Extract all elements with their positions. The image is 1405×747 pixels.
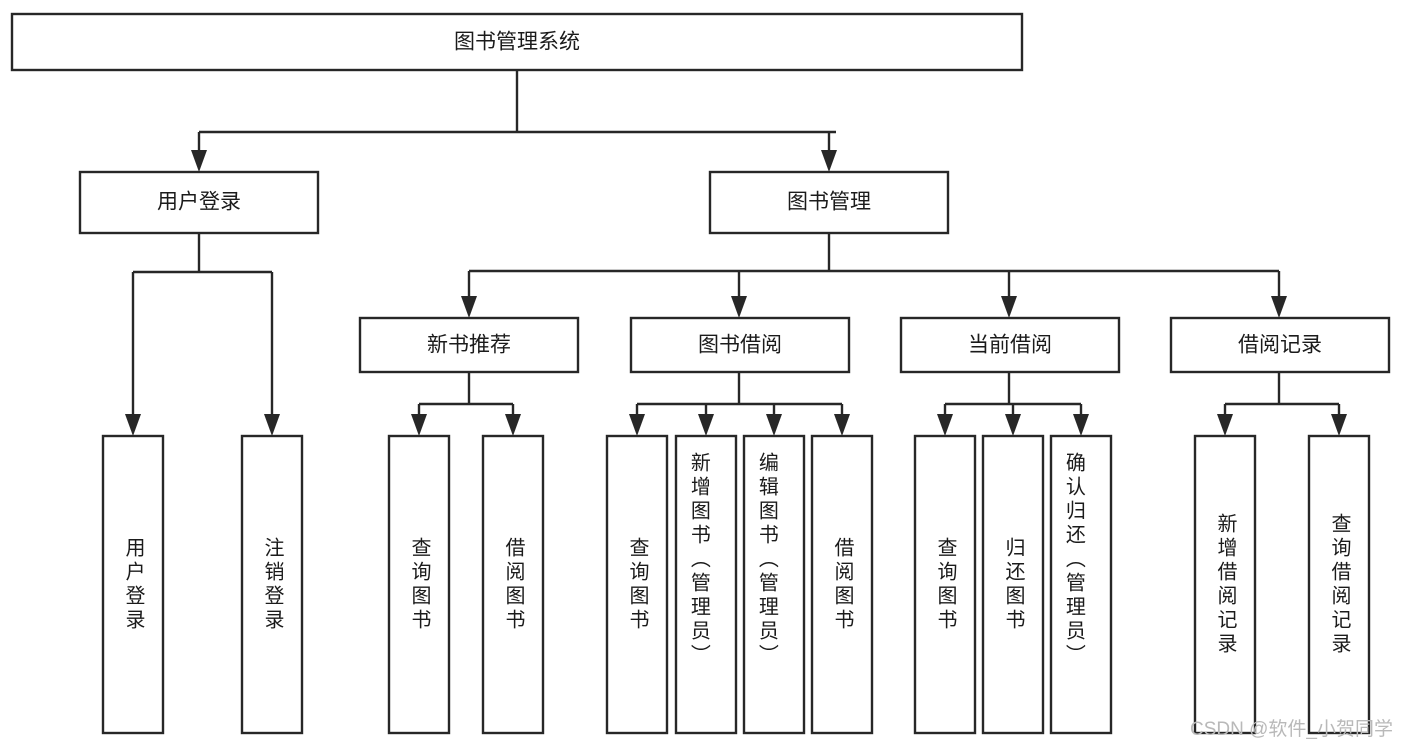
node-new-book-recommend-label: 新书推荐: [427, 334, 511, 357]
node-leaf-borrow-book-1-label: 借阅图书: [502, 537, 525, 633]
connector-group-book-manage: [461, 233, 1287, 318]
arrow-head-leaf-borrow-book-1: [505, 414, 521, 436]
node-leaf-edit-book[interactable]: 编辑图书（管理员）: [742, 434, 806, 735]
node-leaf-add-record-label: 新增借阅记录: [1214, 513, 1237, 657]
arrow-head-leaf-borrow-book-2: [834, 414, 850, 436]
node-leaf-add-record[interactable]: 新增借阅记录: [1193, 434, 1257, 735]
connector-group-current-borrow: [937, 372, 1089, 436]
arrow-head-leaf-query-book-3: [937, 414, 953, 436]
connector-group-book-borrow: [629, 372, 850, 436]
node-leaf-confirm-return[interactable]: 确认归还（管理员）: [1049, 434, 1113, 735]
node-leaf-add-record-box[interactable]: [1193, 434, 1257, 735]
connector-group-root: [191, 70, 837, 172]
arrow-head-book-borrow: [731, 296, 747, 318]
node-leaf-return-book[interactable]: 归还图书: [981, 434, 1045, 735]
connector-group-borrow-record: [1217, 372, 1347, 436]
node-leaf-borrow-book-2-label: 借阅图书: [831, 537, 854, 633]
node-leaf-user-login-label: 用户登录: [122, 537, 145, 633]
node-root-box[interactable]: [10, 12, 1024, 72]
node-book-manage-box[interactable]: [708, 170, 950, 235]
arrow-head-current-borrow: [1001, 296, 1017, 318]
node-leaf-borrow-book-2-box[interactable]: [810, 434, 874, 735]
node-book-borrow[interactable]: 图书借阅: [629, 316, 851, 374]
node-leaf-edit-book-label: 编辑图书（管理员）: [755, 452, 778, 668]
node-user-login-box[interactable]: [78, 170, 320, 235]
node-leaf-query-book-2-label: 查询图书: [626, 537, 649, 633]
node-leaf-query-book-3[interactable]: 查询图书: [913, 434, 977, 735]
node-leaf-add-book[interactable]: 新增图书（管理员）: [674, 434, 738, 735]
node-leaf-logout[interactable]: 注销登录: [240, 434, 304, 735]
arrow-head-leaf-query-record: [1331, 414, 1347, 436]
arrow-head-leaf-confirm-return: [1073, 414, 1089, 436]
arrow-head-leaf-return-book: [1005, 414, 1021, 436]
arrow-head-new-book-recommend: [461, 296, 477, 318]
arrow-head-borrow-record: [1271, 296, 1287, 318]
node-leaf-logout-box[interactable]: [240, 434, 304, 735]
node-leaf-borrow-book-1[interactable]: 借阅图书: [481, 434, 545, 735]
node-borrow-record[interactable]: 借阅记录: [1169, 316, 1391, 374]
node-leaf-edit-book-box[interactable]: [742, 434, 806, 735]
node-user-login-label: 用户登录: [157, 191, 241, 214]
arrow-head-leaf-edit-book: [766, 414, 782, 436]
node-leaf-query-book-3-label: 查询图书: [934, 537, 957, 633]
arrow-head-leaf-add-book: [698, 414, 714, 436]
node-leaf-confirm-return-box[interactable]: [1049, 434, 1113, 735]
node-root-label: 图书管理系统: [454, 31, 580, 54]
connector-group-user-login: [125, 233, 280, 436]
node-leaf-user-login[interactable]: 用户登录: [101, 434, 165, 735]
node-leaf-query-record[interactable]: 查询借阅记录: [1307, 434, 1371, 735]
node-leaf-query-book-1-box[interactable]: [387, 434, 451, 735]
node-leaf-add-book-box[interactable]: [674, 434, 738, 735]
node-leaf-borrow-book-2[interactable]: 借阅图书: [810, 434, 874, 735]
node-new-book-recommend[interactable]: 新书推荐: [358, 316, 580, 374]
node-current-borrow-label: 当前借阅: [968, 334, 1052, 357]
arrow-head-user-login: [191, 150, 207, 172]
arrow-head-leaf-logout: [264, 414, 280, 436]
node-leaf-query-book-1-label: 查询图书: [408, 537, 431, 633]
connector-group-new-book-recommend: [411, 372, 521, 436]
node-leaf-query-record-label: 查询借阅记录: [1328, 513, 1351, 657]
node-borrow-record-box[interactable]: [1169, 316, 1391, 374]
node-book-manage[interactable]: 图书管理: [708, 170, 950, 235]
arrow-head-leaf-query-book-1: [411, 414, 427, 436]
node-book-borrow-box[interactable]: [629, 316, 851, 374]
node-book-manage-label: 图书管理: [787, 191, 871, 214]
node-user-login[interactable]: 用户登录: [78, 170, 320, 235]
node-leaf-query-book-2[interactable]: 查询图书: [605, 434, 669, 735]
node-current-borrow[interactable]: 当前借阅: [899, 316, 1121, 374]
node-leaf-return-book-label: 归还图书: [1002, 537, 1025, 633]
node-leaf-borrow-book-1-box[interactable]: [481, 434, 545, 735]
node-current-borrow-box[interactable]: [899, 316, 1121, 374]
node-new-book-recommend-box[interactable]: [358, 316, 580, 374]
node-book-borrow-label: 图书借阅: [698, 334, 782, 357]
node-leaf-query-record-box[interactable]: [1307, 434, 1371, 735]
node-leaf-return-book-box[interactable]: [981, 434, 1045, 735]
node-leaf-user-login-box[interactable]: [101, 434, 165, 735]
arrow-head-leaf-query-book-2: [629, 414, 645, 436]
node-leaf-add-book-label: 新增图书（管理员）: [687, 452, 710, 668]
node-leaf-query-book-1[interactable]: 查询图书: [387, 434, 451, 735]
node-root[interactable]: 图书管理系统: [10, 12, 1024, 72]
arrow-head-leaf-user-login: [125, 414, 141, 436]
node-leaf-query-book-3-box[interactable]: [913, 434, 977, 735]
node-leaf-logout-label: 注销登录: [261, 537, 284, 633]
node-leaf-confirm-return-label: 确认归还（管理员）: [1062, 452, 1085, 668]
arrow-head-book-manage: [821, 150, 837, 172]
node-borrow-record-label: 借阅记录: [1238, 334, 1322, 357]
node-leaf-query-book-2-box[interactable]: [605, 434, 669, 735]
arrow-head-leaf-add-record: [1217, 414, 1233, 436]
